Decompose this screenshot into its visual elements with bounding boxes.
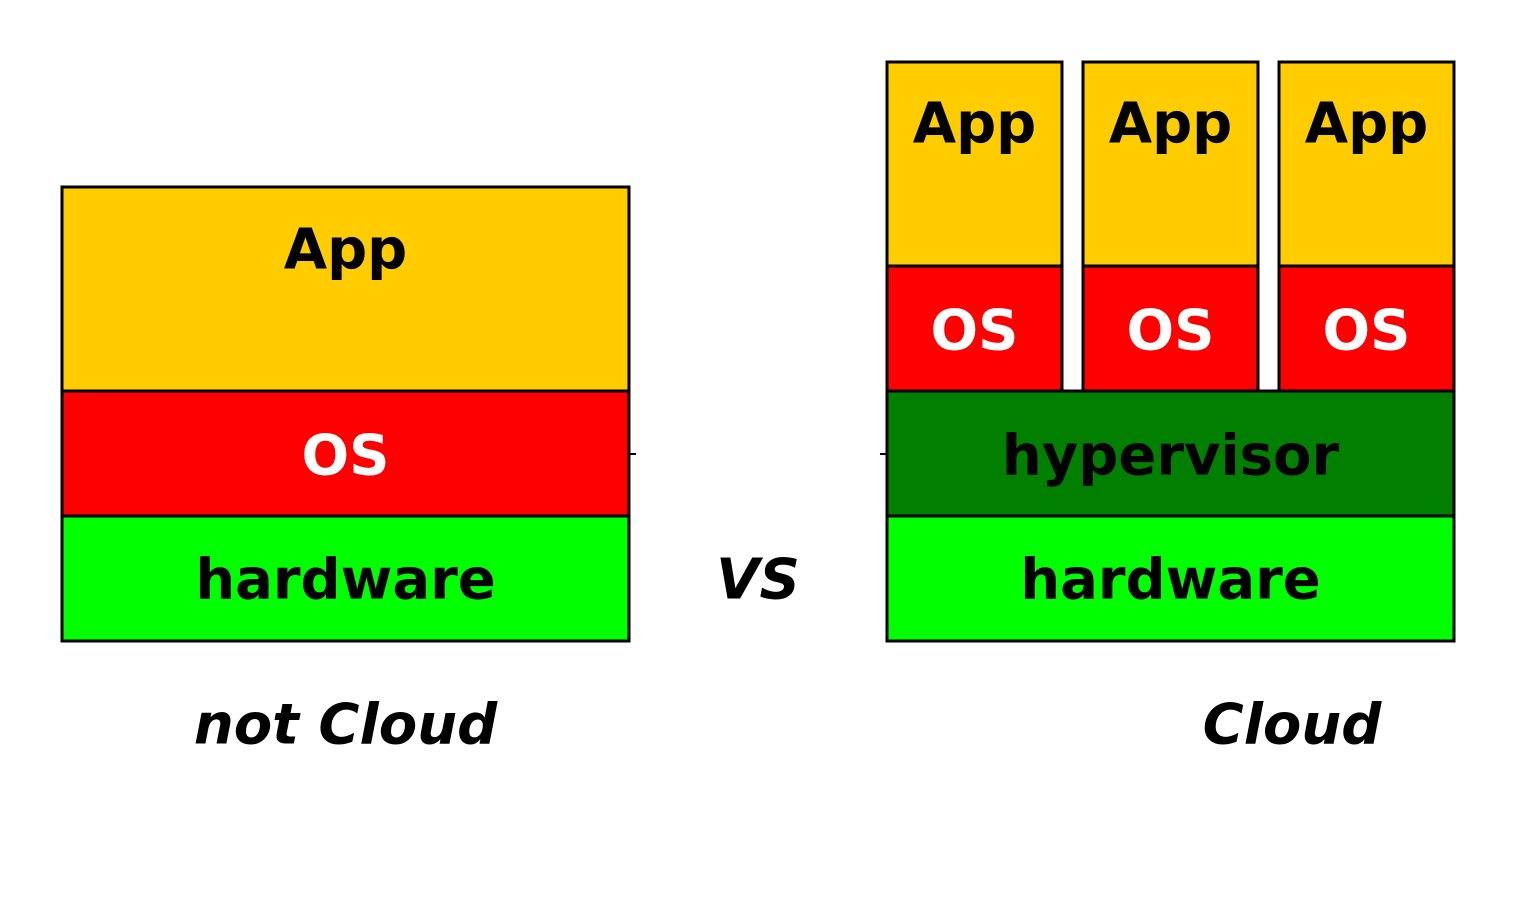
vm-1-app-block	[885, 60, 1064, 268]
vm-2-os-label: OS	[1127, 299, 1215, 364]
vm-1-os-label: OS	[931, 299, 1019, 364]
hypervisor-block	[885, 389, 1456, 518]
left-hardware-block	[60, 514, 631, 643]
hypervisor-label: hypervisor	[1002, 424, 1340, 489]
cloud-caption: Cloud	[1203, 693, 1383, 758]
vm-1-os-block	[885, 264, 1064, 393]
left-os-label: OS	[302, 424, 390, 489]
left-os-block	[60, 389, 631, 518]
left-app-block	[60, 185, 631, 393]
right-hardware-label: hardware	[1020, 548, 1320, 613]
vs-label: VS	[716, 548, 800, 613]
vm-3: App OS	[1277, 60, 1456, 393]
vm-1-app-label: App	[913, 92, 1037, 157]
vm-3-os-label: OS	[1323, 299, 1411, 364]
vm-3-app-label: App	[1305, 92, 1429, 157]
not-cloud-caption: not Cloud	[194, 693, 498, 758]
left-stack: App OS hardware	[60, 185, 631, 643]
vm-1: App OS	[885, 60, 1064, 393]
vm-2-app-block	[1081, 60, 1260, 268]
right-hardware-block	[885, 514, 1456, 643]
left-app-label: App	[284, 218, 408, 283]
vm-2-os-block	[1081, 264, 1260, 393]
left-hardware-label: hardware	[195, 548, 495, 613]
vm-2: App OS	[1081, 60, 1260, 393]
vm-2-app-label: App	[1109, 92, 1233, 157]
right-stack: App OS App OS App OS hypervisor hardware	[885, 60, 1456, 643]
